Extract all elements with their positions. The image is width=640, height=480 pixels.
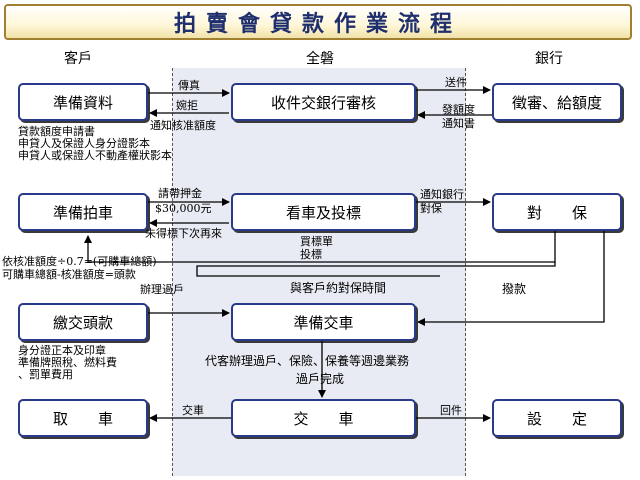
docs-item: 貸款額度申請書	[18, 125, 95, 138]
box-bank-review: 徵審、給額度	[492, 83, 622, 121]
box-view-bid: 看車及投標	[231, 193, 416, 231]
id-docs-item: 準備牌照稅、燃料費	[18, 356, 117, 369]
label-transfer-done: 過戶完成	[296, 372, 345, 386]
label-handover: 交車	[182, 404, 204, 417]
docs-item: 申貸人及保證人身分證影本	[18, 137, 150, 150]
box-prepare-delivery: 準備交車	[231, 303, 416, 341]
box-pay-down: 繳交頭款	[18, 303, 148, 341]
id-docs-list: 身分證正本及印章 準備牌照稅、燃料費 、罰單費用	[18, 345, 117, 381]
label-notify-approved: 通知核准額度	[150, 119, 216, 132]
page-title: 拍賣會貸款作業流程	[4, 4, 632, 40]
label-return: 回件	[440, 404, 462, 417]
label-appointment: 與客戶約對保時間	[290, 281, 387, 295]
arrow-disburse-up	[84, 231, 556, 263]
docs-list: 貸款額度申請書 申貸人及保證人身分證影本 申貸人或保證人不動產權狀影本	[18, 126, 172, 162]
arrow-disburse-to-delivery	[417, 231, 605, 326]
label-bid: 投標	[300, 248, 322, 261]
label-notify: 通知書	[442, 117, 475, 130]
label-formula-1: 依核准額度÷0.7=(可購車總額)	[2, 255, 157, 268]
box-receive-review: 收件交銀行審核	[231, 83, 416, 121]
label-send: 送件	[445, 76, 467, 89]
box-guarantee: 對 保	[492, 193, 622, 231]
label-services: 代客辦理過戶、保險、保養等週邊業務	[205, 354, 410, 368]
id-docs-item: 身分證正本及印章	[18, 344, 106, 357]
column-header-customer: 客戶	[64, 51, 92, 67]
label-formula-2: 可購車總額-核准額度=頭款	[2, 268, 136, 281]
label-fax: 傳真	[178, 79, 200, 92]
label-to-guarantee: 對保	[420, 202, 442, 215]
label-deposit-amt: $30,000元	[155, 202, 212, 215]
arrow-disburse-right	[196, 262, 556, 277]
label-notify-bank: 通知銀行	[420, 188, 464, 201]
column-header-corp: 全磐	[306, 51, 334, 67]
label-transfer: 辦理過戶	[140, 283, 184, 296]
box-pickup: 取 車	[18, 399, 148, 437]
label-not-won: 未得標下次再來	[145, 227, 222, 240]
box-prepare-bid: 準備拍車	[18, 193, 148, 231]
label-deposit-req: 請帶押金	[158, 187, 202, 200]
label-buy-form: 買標單	[300, 235, 333, 248]
id-docs-item: 、罰單費用	[18, 368, 73, 381]
box-prepare-docs: 準備資料	[18, 83, 148, 121]
label-disburse: 撥款	[502, 282, 527, 296]
box-delivery: 交 車	[231, 399, 416, 437]
label-reject: 婉拒	[176, 99, 198, 112]
docs-item: 申貸人或保證人不動產權狀影本	[18, 149, 172, 162]
column-header-bank: 銀行	[535, 51, 563, 67]
box-setup: 設 定	[492, 399, 622, 437]
label-issue-line: 發額度	[442, 103, 475, 116]
